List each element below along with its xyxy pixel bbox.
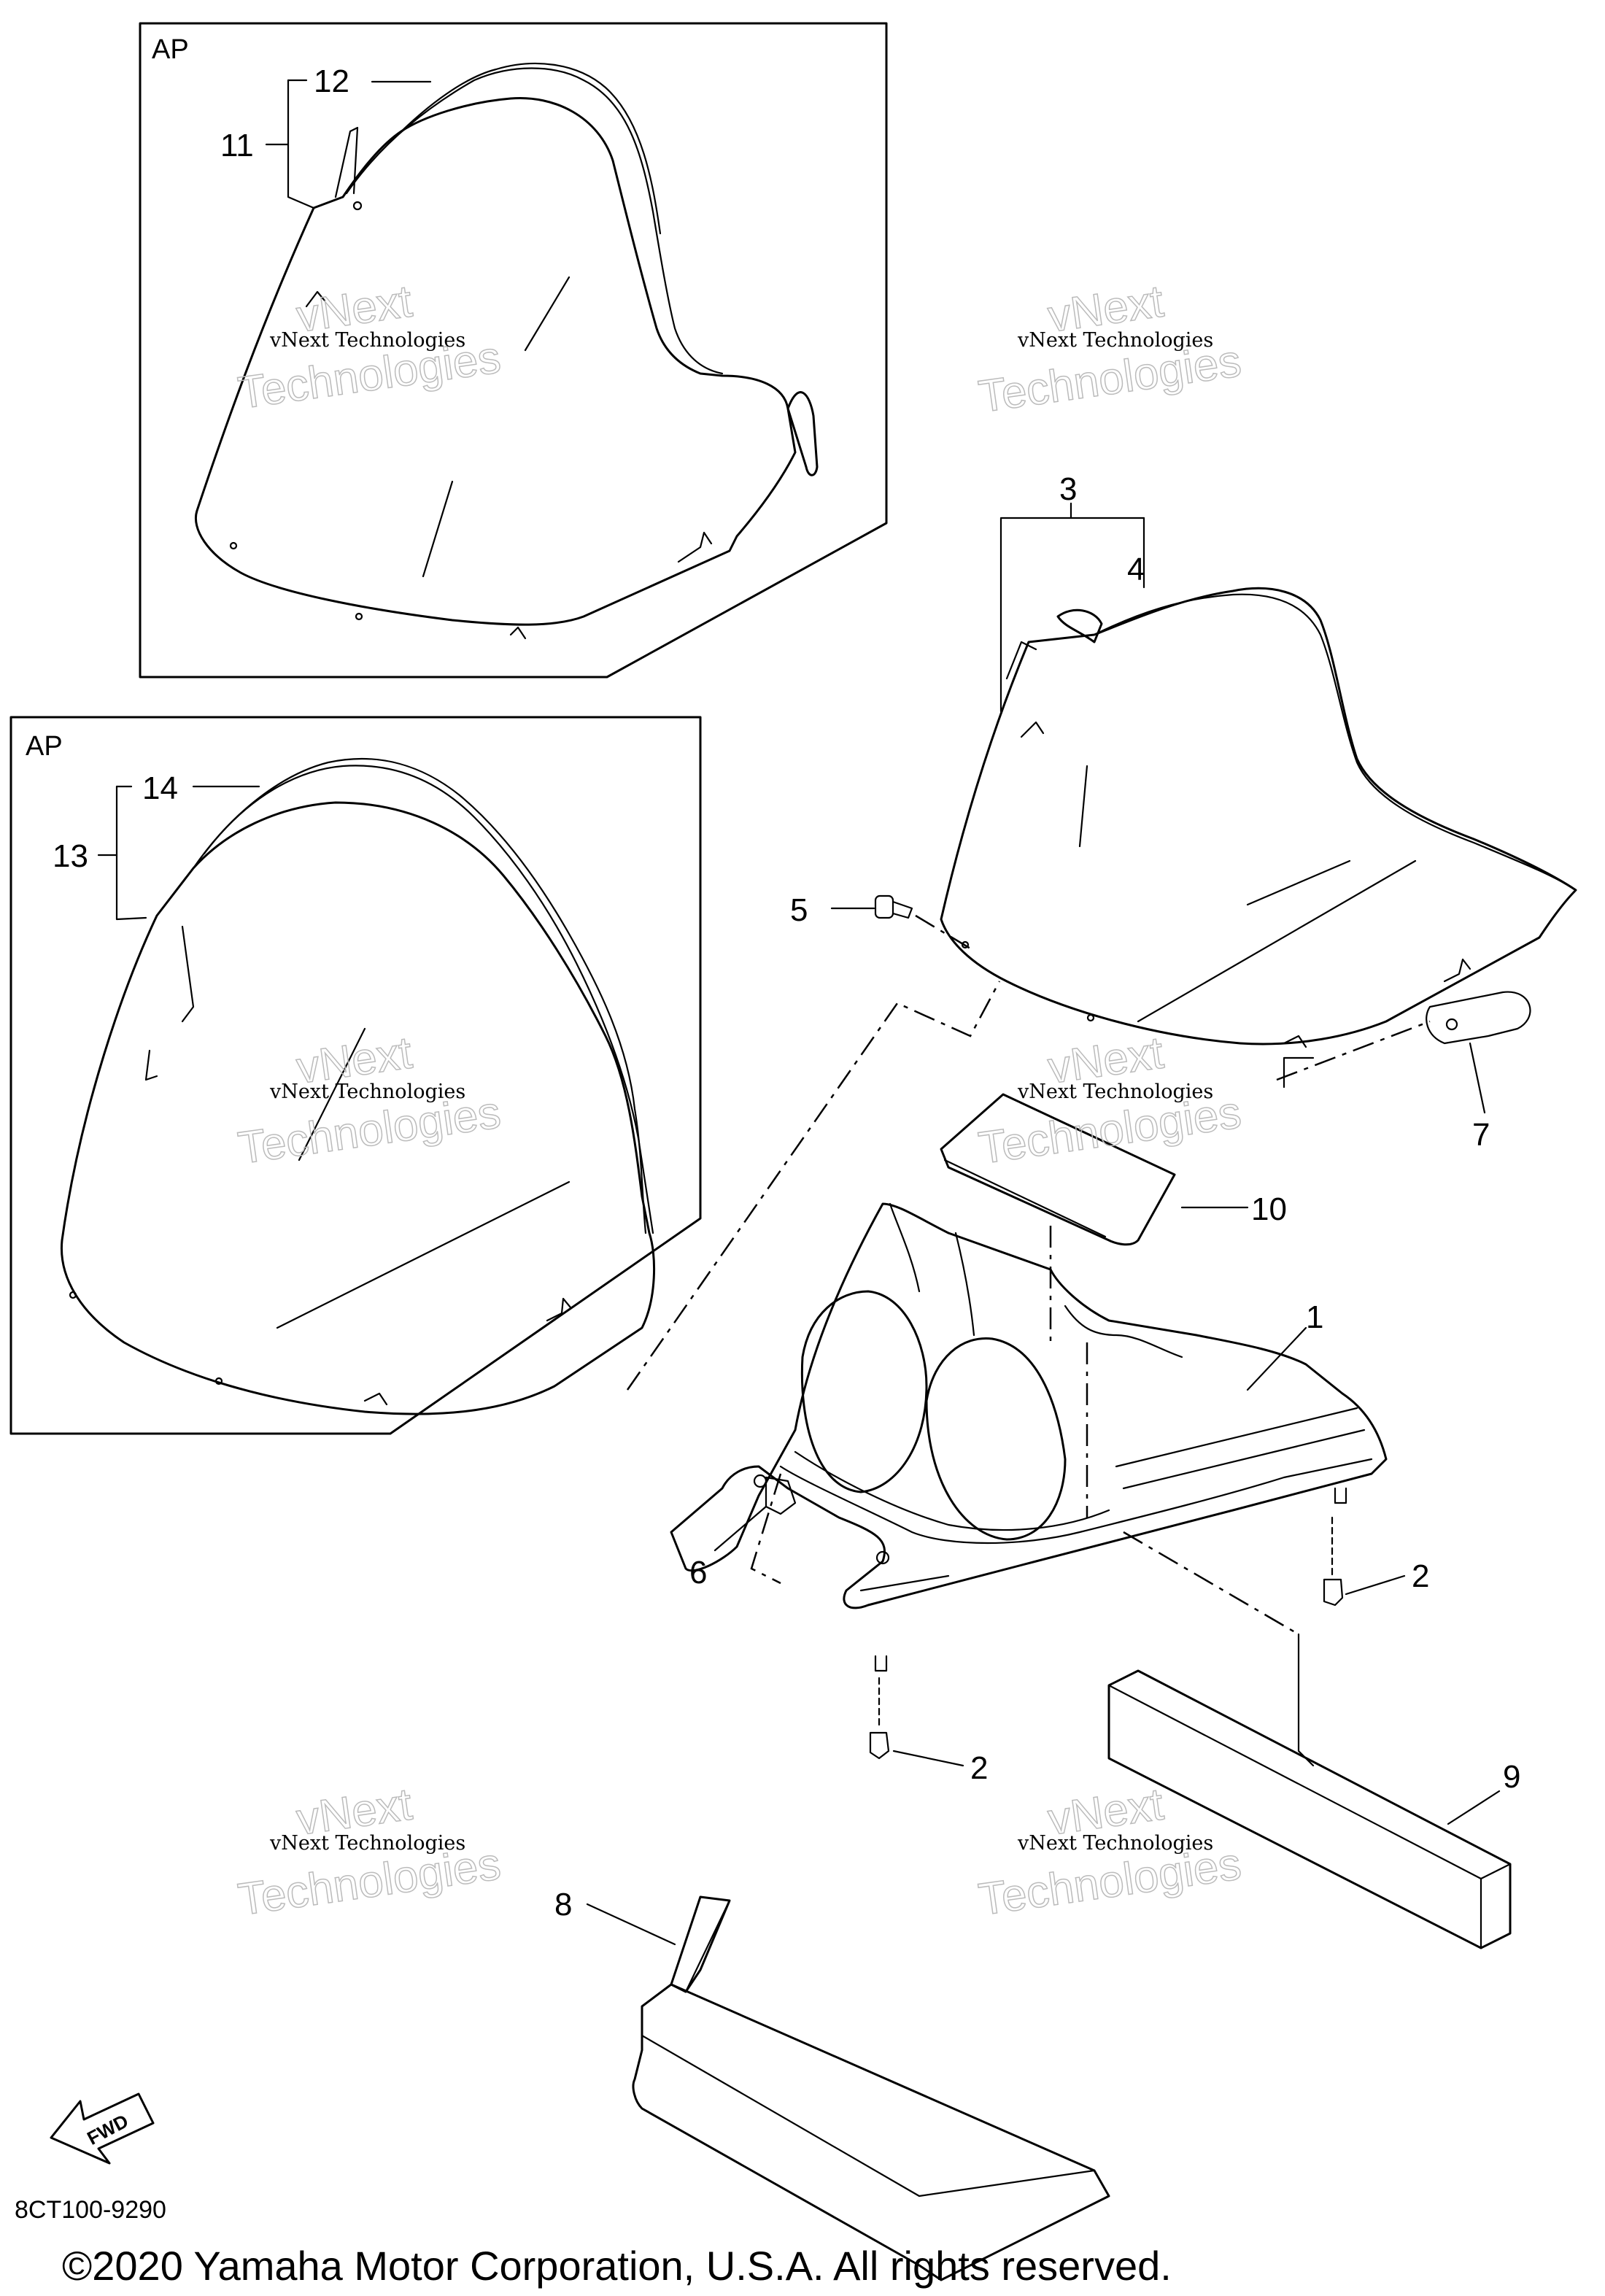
callout-11: 11 (220, 128, 254, 163)
callout-2-bottom: 2 (970, 1750, 988, 1786)
windshield-assembly-3: 3 4 (940, 471, 1577, 1048)
svg-text:vNext Technologies: vNext Technologies (269, 329, 465, 352)
inset-box-ap-middle-tag: AP (26, 731, 63, 762)
callout-13: 13 (53, 838, 88, 874)
callout-3: 3 (1059, 471, 1077, 507)
inset-box-ap-top: AP 12 11 (139, 22, 888, 679)
watermark-6: Technologies vNext vNext Technologies (975, 1779, 1245, 1926)
callout-10: 10 (1251, 1191, 1287, 1227)
svg-text:vNext Technologies: vNext Technologies (1017, 1832, 1213, 1855)
svg-text:vNext Technologies: vNext Technologies (1017, 1081, 1213, 1103)
grommet-6: 6 (689, 1473, 797, 1590)
svg-text:vNext Technologies: vNext Technologies (269, 1081, 465, 1103)
callout-8: 8 (554, 1887, 572, 1922)
watermark-2: Technologies vNext vNext Technologies (975, 276, 1245, 423)
diagram-code: 8CT100-9290 (15, 2196, 166, 2224)
part-7: 7 (1276, 991, 1531, 1153)
callout-7: 7 (1472, 1117, 1490, 1153)
copyright-notice: ©2020 Yamaha Motor Corporation, U.S.A. A… (62, 2243, 1172, 2289)
callout-5: 5 (790, 892, 808, 928)
bolt-2-bottom: 2 (869, 1677, 988, 1786)
panel-1: 1 (626, 981, 1388, 1767)
callout-14: 14 (142, 770, 178, 806)
trim-8: 8 (554, 1887, 1110, 2281)
fwd-arrow-icon: FWD (50, 2092, 155, 2165)
callout-12: 12 (314, 63, 349, 99)
callout-9: 9 (1503, 1759, 1520, 1795)
callout-1: 1 (1306, 1299, 1323, 1335)
watermark-5: Technologies vNext vNext Technologies (235, 1779, 505, 1926)
svg-text:vNext Technologies: vNext Technologies (269, 1832, 465, 1855)
callout-6: 6 (689, 1555, 707, 1590)
bolt-2-right: 2 (1323, 1516, 1429, 1607)
callout-2-right: 2 (1412, 1558, 1429, 1594)
inset-box-ap-middle: AP 14 13 (9, 716, 702, 1435)
inset-box-ap-top-tag: AP (152, 34, 189, 65)
watermark-3: Technologies vNext vNext Technologies (235, 1027, 505, 1175)
callout-4: 4 (1127, 552, 1145, 587)
screw-5: 5 (790, 892, 971, 950)
svg-text:vNext Technologies: vNext Technologies (1017, 329, 1213, 352)
pad-10: 10 (940, 1093, 1287, 1342)
foam-block-9: 9 (1107, 1669, 1520, 1949)
